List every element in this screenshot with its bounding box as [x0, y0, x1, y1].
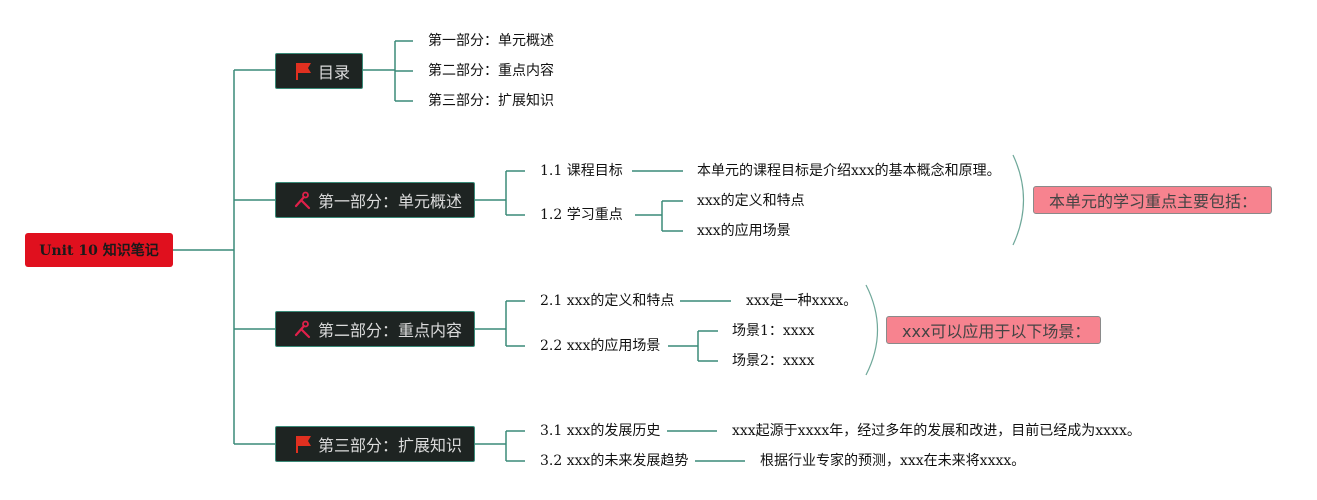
topic-detail[interactable]: xxx的定义和特点	[697, 193, 805, 209]
flag-icon	[296, 436, 311, 453]
topic-detail[interactable]: xxx是一种xxxx。	[746, 293, 858, 309]
branch-part-1[interactable]: 第一部分：单元概述	[275, 182, 475, 218]
root-node[interactable]: Unit 10 知识笔记	[25, 233, 173, 267]
topic-history[interactable]: 3.1 xxx的发展历史	[540, 423, 661, 439]
topic-detail[interactable]: 场景1：xxxx	[732, 323, 815, 339]
summary-box-part-2[interactable]: xxx可以应用于以下场景：	[886, 316, 1101, 344]
topic-detail[interactable]: 根据行业专家的预测，xxx在未来将xxxx。	[760, 453, 1026, 469]
contents-item[interactable]: 第一部分：单元概述	[428, 33, 554, 49]
topic-detail[interactable]: xxx起源于xxxx年，经过多年的发展和改进，目前已经成为xxxx。	[732, 423, 1141, 439]
branch-part-2[interactable]: 第二部分：重点内容	[275, 311, 475, 347]
topic-detail[interactable]: xxx的应用场景	[697, 223, 791, 239]
branch-part-3[interactable]: 第三部分：扩展知识	[275, 426, 475, 462]
contents-item[interactable]: 第二部分：重点内容	[428, 63, 554, 79]
branch-label: 第三部分：扩展知识	[318, 436, 463, 455]
topic-detail[interactable]: 场景2：xxxx	[732, 353, 815, 369]
tools-icon	[294, 191, 311, 210]
branch-label: 目录	[318, 63, 351, 82]
topic-application[interactable]: 2.2 xxx的应用场景	[540, 338, 661, 354]
branch-label: 第二部分：重点内容	[318, 321, 463, 340]
summary-bracket-2	[865, 284, 879, 376]
topic-detail[interactable]: 本单元的课程目标是介绍xxx的基本概念和原理。	[697, 163, 1001, 179]
branch-label: 第一部分：单元概述	[318, 192, 463, 211]
contents-item[interactable]: 第三部分：扩展知识	[428, 93, 554, 109]
topic-course-goal[interactable]: 1.1 课程目标	[540, 163, 623, 179]
summary-box-part-1[interactable]: 本单元的学习重点主要包括：	[1033, 186, 1272, 214]
topic-key-points[interactable]: 1.2 学习重点	[540, 207, 623, 223]
topic-definition[interactable]: 2.1 xxx的定义和特点	[540, 293, 675, 309]
flag-icon	[296, 63, 311, 80]
summary-label: 本单元的学习重点主要包括：	[1049, 192, 1258, 211]
topic-trends[interactable]: 3.2 xxx的未来发展趋势	[540, 453, 689, 469]
tools-icon	[294, 320, 311, 339]
summary-label: xxx可以应用于以下场景：	[902, 322, 1091, 341]
branch-contents[interactable]: 目录	[275, 53, 363, 89]
summary-bracket-1	[1012, 154, 1025, 246]
root-label: Unit 10 知识笔记	[39, 243, 159, 259]
